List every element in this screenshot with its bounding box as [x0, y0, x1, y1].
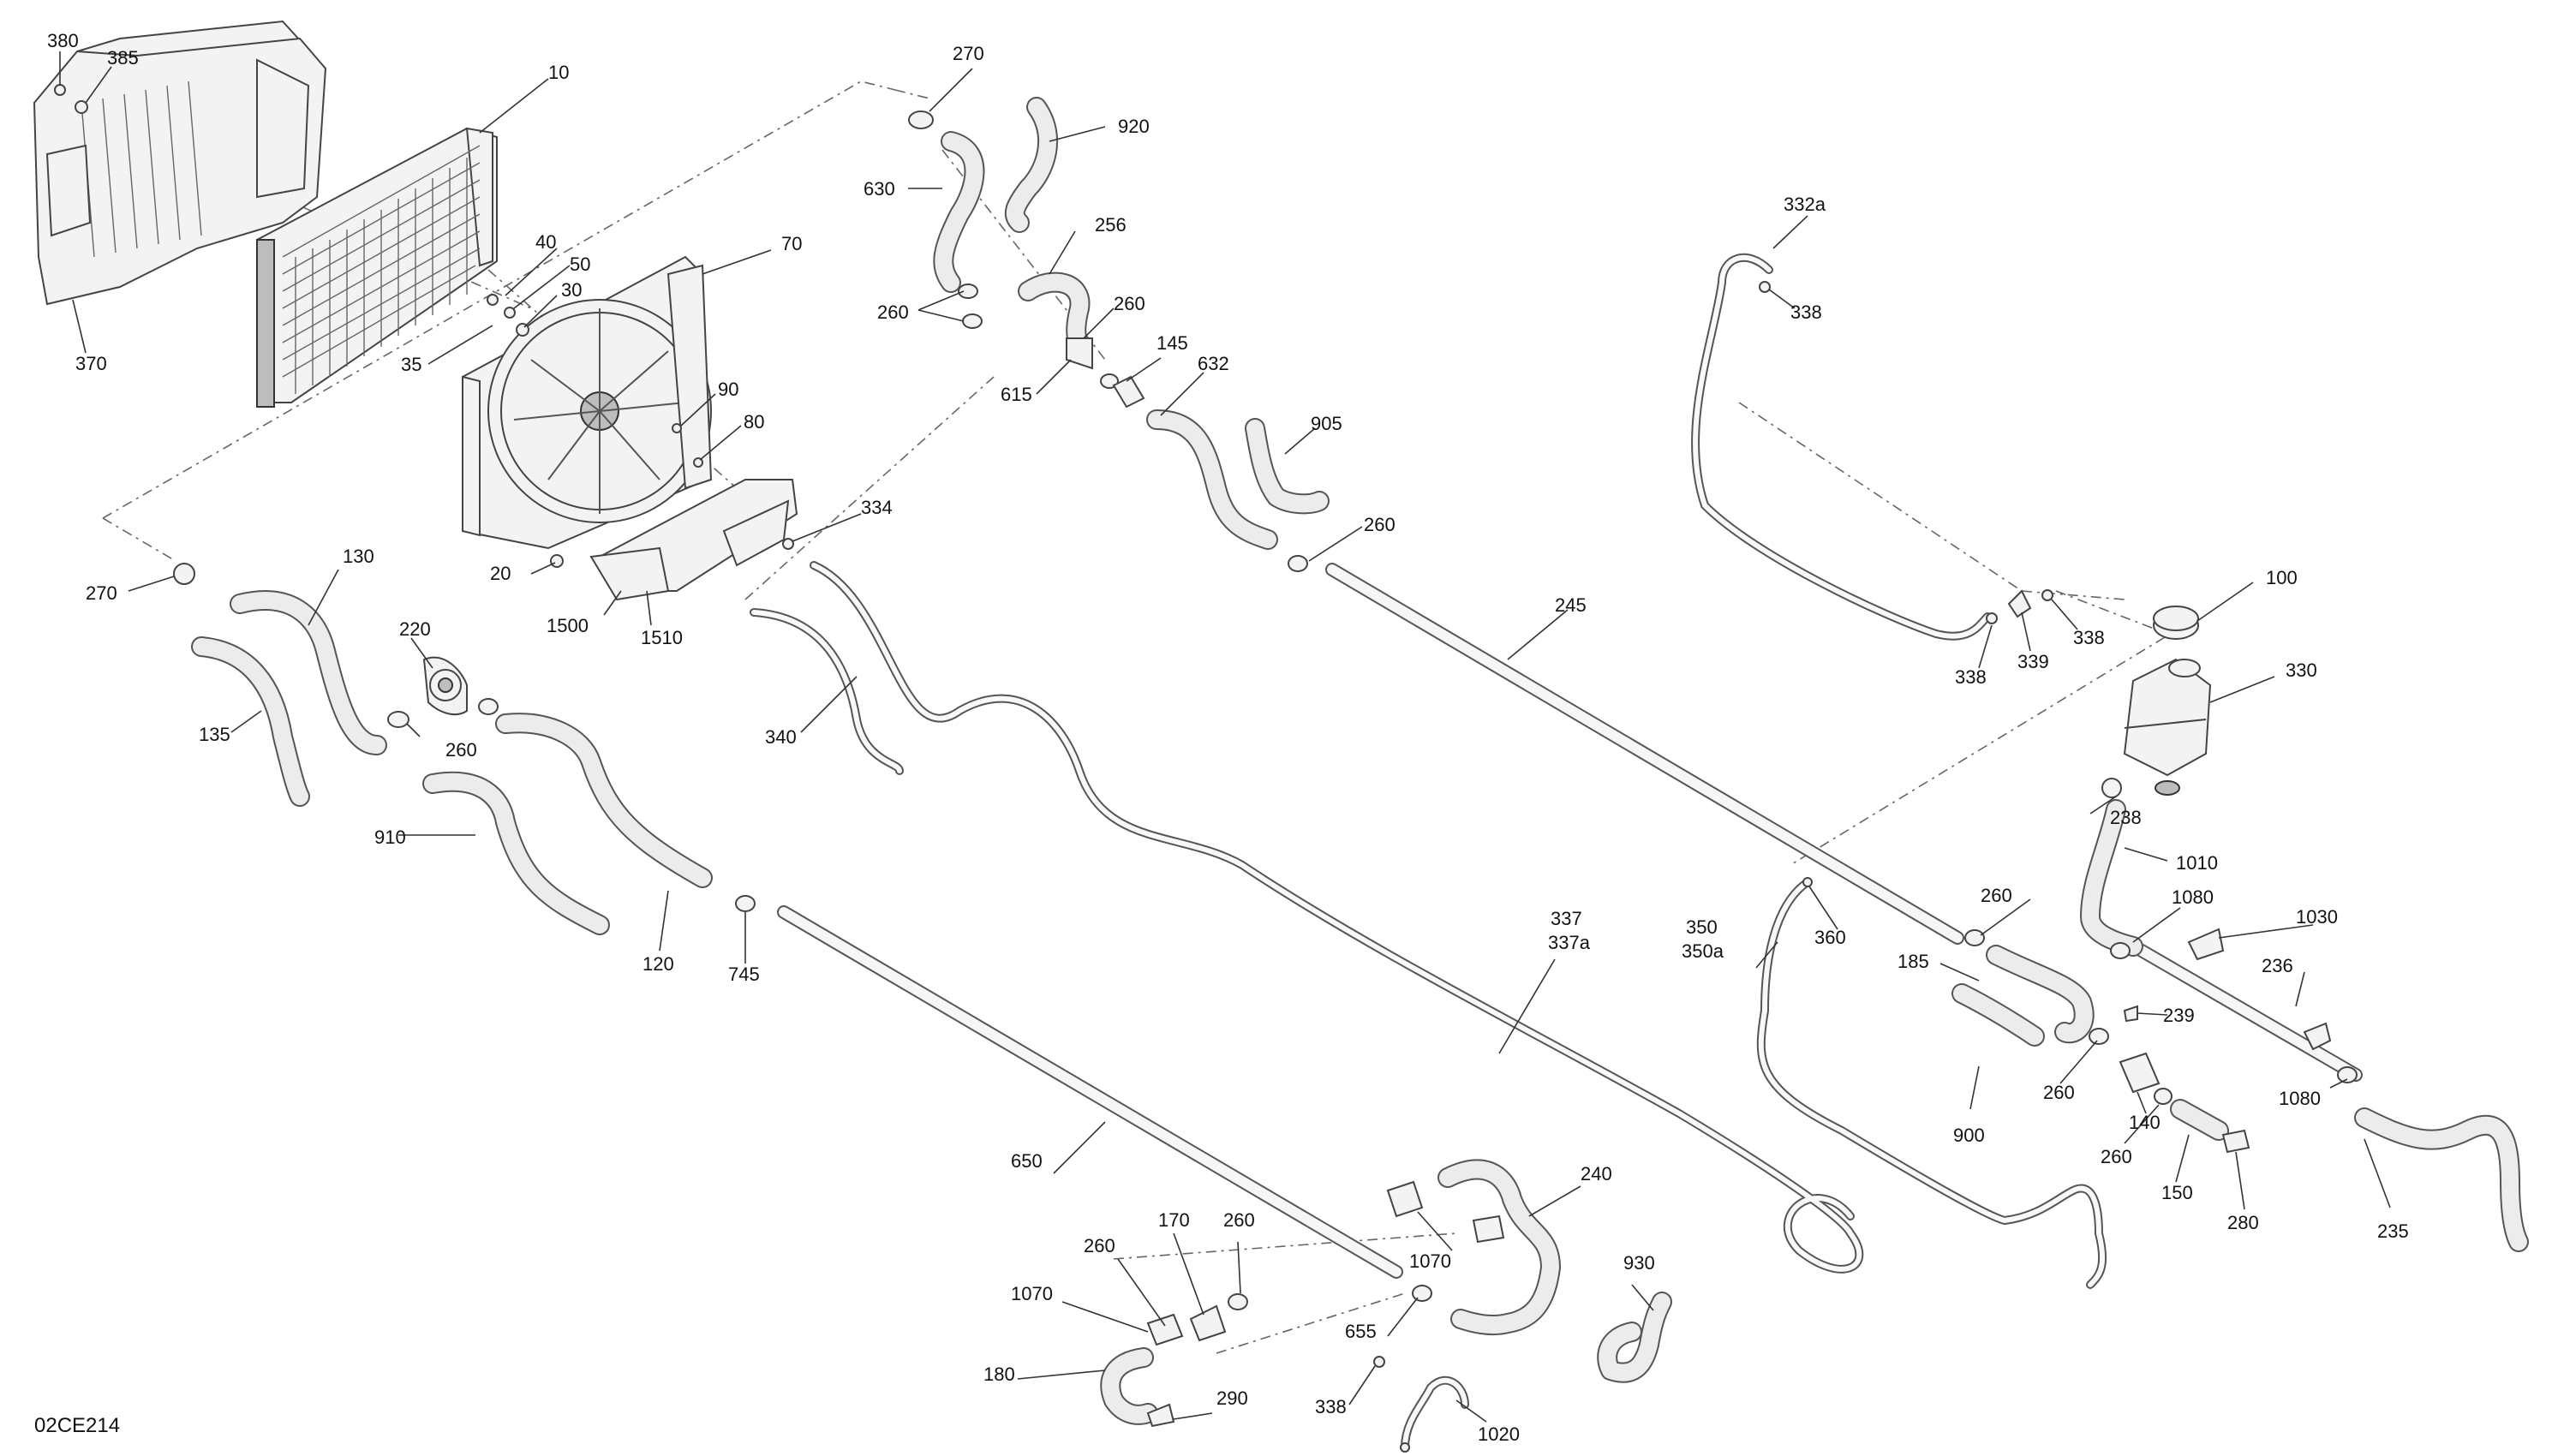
callout-40: 40: [535, 231, 556, 253]
callout-239: 239: [2163, 1005, 2195, 1026]
callout-920: 920: [1118, 116, 1150, 137]
callout-380: 380: [47, 30, 79, 51]
callout-260-a: 260: [877, 301, 909, 323]
callout-339: 339: [2017, 651, 2049, 672]
diagram-reference-code: 02CE214: [34, 1414, 120, 1437]
callout-334: 334: [861, 497, 893, 518]
callout-135: 135: [199, 724, 230, 745]
callout-370: 370: [75, 353, 107, 374]
callout-260-pair-left: 260: [1084, 1235, 1115, 1256]
callout-1500: 1500: [547, 615, 589, 636]
callout-1510: 1510: [641, 627, 683, 648]
callout-260-mid: 260: [1981, 885, 2012, 906]
callout-170: 170: [1158, 1209, 1190, 1231]
callout-910: 910: [374, 826, 406, 848]
callout-337: 337: [1551, 908, 1582, 929]
callout-238: 238: [2110, 807, 2142, 828]
reservoir-cap: [2153, 606, 2199, 640]
callout-180: 180: [983, 1364, 1015, 1385]
callout-240: 240: [1581, 1163, 1612, 1184]
overflow-tubes: [750, 253, 2107, 1289]
callout-280: 280: [2227, 1212, 2259, 1233]
small-parts: [54, 84, 2358, 1453]
radiator: [256, 127, 498, 408]
callout-650: 650: [1011, 1150, 1043, 1172]
callout-10: 10: [548, 62, 569, 83]
leader-lines: [59, 51, 2391, 1423]
callout-1070-left: 1070: [1011, 1283, 1053, 1304]
callout-655: 655: [1345, 1321, 1377, 1342]
callout-340: 340: [765, 726, 797, 748]
callout-185: 185: [1898, 951, 1929, 972]
callout-1030: 1030: [2296, 906, 2338, 928]
callout-236: 236: [2262, 955, 2293, 976]
callout-100: 100: [2266, 567, 2298, 588]
callout-615: 615: [1001, 384, 1032, 405]
callout-256: 256: [1095, 214, 1127, 236]
callout-338-right: 338: [2073, 627, 2105, 648]
coolant-hoses: [191, 97, 2529, 1452]
callout-1010: 1010: [2176, 852, 2218, 874]
callout-245: 245: [1555, 594, 1587, 616]
callout-35: 35: [401, 354, 421, 375]
callout-145: 145: [1156, 332, 1188, 354]
callout-150: 150: [2161, 1182, 2193, 1203]
callout-260-bottom: 260: [2101, 1146, 2132, 1167]
radiator-shroud: [33, 20, 327, 306]
long-pipes: [777, 563, 2363, 1279]
callout-270-top: 270: [953, 43, 984, 64]
callout-20: 20: [490, 563, 511, 584]
callout-260-lower: 260: [2043, 1082, 2075, 1103]
callout-338-bottom: 338: [1315, 1396, 1347, 1417]
callout-120: 120: [642, 953, 674, 975]
callout-30: 30: [561, 279, 582, 301]
fan-assembly: [462, 255, 713, 550]
callout-1070-right: 1070: [1409, 1250, 1451, 1272]
callout-1080-bottom: 1080: [2279, 1088, 2321, 1109]
callout-1020: 1020: [1478, 1423, 1520, 1445]
callout-1080-top: 1080: [2172, 886, 2214, 908]
callout-260-left: 260: [445, 739, 477, 761]
callout-350: 350: [1686, 916, 1718, 938]
callout-900: 900: [1953, 1125, 1985, 1146]
callout-332a: 332a: [1784, 194, 1826, 215]
callout-260-b: 260: [1114, 293, 1145, 314]
callout-260-c: 260: [1364, 514, 1396, 535]
callout-260-pair-right: 260: [1223, 1209, 1255, 1231]
callout-632: 632: [1198, 353, 1229, 374]
callout-140: 140: [2129, 1112, 2161, 1133]
callout-337a: 337a: [1548, 932, 1591, 953]
callout-270-left: 270: [86, 582, 117, 604]
callout-290: 290: [1216, 1387, 1248, 1409]
callout-50: 50: [570, 254, 590, 275]
callout-338-mid: 338: [1955, 666, 1987, 688]
callout-338-top: 338: [1790, 301, 1822, 323]
callout-360: 360: [1814, 927, 1846, 948]
callout-745: 745: [728, 964, 760, 985]
callout-90: 90: [718, 379, 738, 400]
callout-80: 80: [744, 411, 764, 433]
callout-330: 330: [2286, 659, 2317, 681]
callout-220: 220: [399, 618, 431, 640]
callout-630: 630: [864, 178, 895, 200]
callout-385: 385: [107, 47, 139, 69]
callout-labels: 380 385 10 370 40 50 30 35 70 90 80 20 1…: [47, 30, 2409, 1445]
callout-235: 235: [2377, 1220, 2409, 1242]
coolant-reservoir: [2123, 658, 2212, 796]
fan-brackets: [589, 479, 798, 601]
callout-70: 70: [781, 233, 802, 254]
callout-130: 130: [343, 546, 374, 567]
callout-905: 905: [1311, 413, 1342, 434]
callout-930: 930: [1623, 1252, 1655, 1274]
callout-350a: 350a: [1682, 940, 1724, 962]
